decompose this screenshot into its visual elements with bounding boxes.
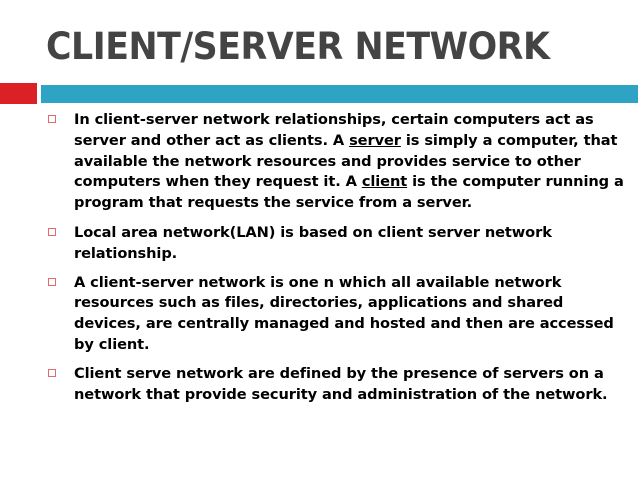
list-item: Local area network(LAN) is based on clie… [44, 223, 626, 265]
bullet-list: In client-server network relationships, … [44, 110, 626, 411]
square-outline-icon [48, 115, 56, 123]
square-outline-icon [48, 368, 56, 377]
red-accent-block [0, 83, 37, 104]
bullet-text-3: A client-server network is one n which a… [74, 273, 614, 353]
title-accent-bar-group [0, 83, 638, 105]
list-item: In client-server network relationships, … [44, 110, 626, 214]
teal-accent-bar [41, 85, 638, 103]
list-item: Client serve network are defined by the … [44, 364, 626, 406]
page-title: CLIENT/SERVER NETWORK [46, 25, 550, 68]
bullet-text-2: Local area network(LAN) is based on clie… [74, 223, 552, 262]
square-outline-icon [48, 277, 56, 286]
list-item: A client-server network is one n which a… [44, 273, 626, 356]
bullet-text-1: In client-server network relationships, … [74, 111, 624, 212]
square-outline-icon [48, 227, 56, 236]
bullet-text-4: Client serve network are defined by the … [74, 364, 608, 403]
